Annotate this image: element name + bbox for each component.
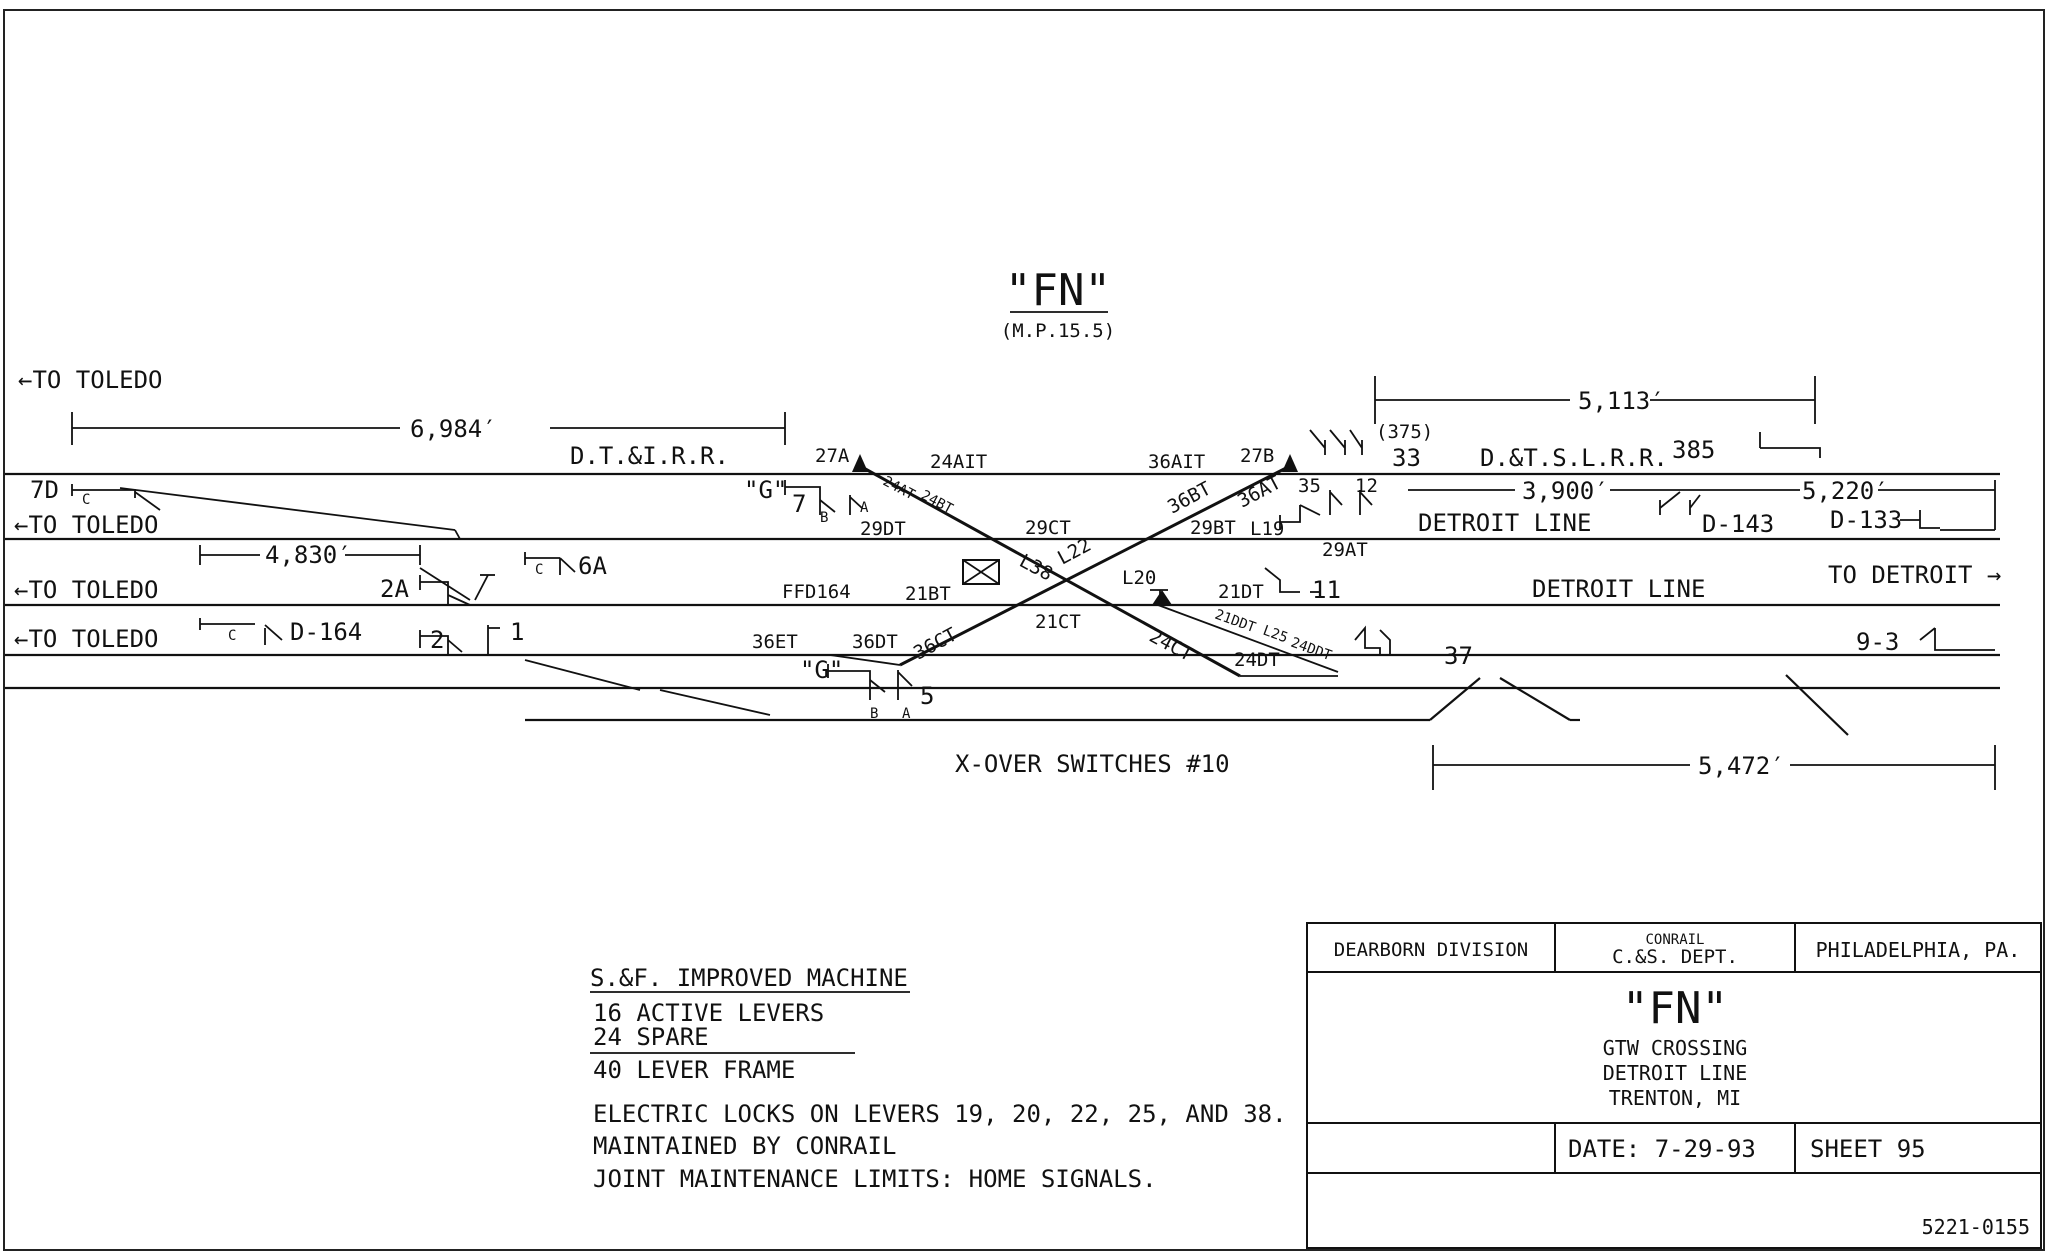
signal-labels: 7D 2A 2 1 6A D-164 "G" "G" 7 5 27A 27B 2… <box>30 421 1902 722</box>
lbl-27a: 27A <box>815 445 850 467</box>
lbl-7: 7 <box>792 490 806 518</box>
lbl-g2: "G" <box>800 656 843 684</box>
lbl-375: (375) <box>1376 421 1433 443</box>
tb-conrail: CONRAIL <box>1645 932 1704 948</box>
xover-switches-label: X-OVER SWITCHES #10 <box>955 750 1230 778</box>
tb-name: "FN" <box>1622 983 1728 1034</box>
lbl-24ct: 24CT <box>1146 625 1197 666</box>
lbl-24dt: 24DT <box>1234 649 1280 671</box>
note-machine: S.&F. IMPROVED MACHINE <box>590 964 908 992</box>
milepost-label: (M.P.15.5) <box>1001 320 1115 342</box>
lbl-l19: L19 <box>1250 518 1284 540</box>
to-detroit: TO DETROIT → <box>1828 561 2001 589</box>
note-active: 16 ACTIVE LEVERS <box>593 999 824 1027</box>
note-maintained: MAINTAINED BY CONRAIL <box>593 1132 896 1160</box>
lbl-c-6a: C <box>535 562 543 578</box>
lbl-21ddt: 21DDT <box>1213 607 1259 637</box>
tb-division: DEARBORN DIVISION <box>1334 939 1528 961</box>
lbl-29bt: 29BT <box>1190 517 1236 539</box>
lbl-11: 11 <box>1312 576 1341 604</box>
detroit-line-label-1: DETROIT LINE <box>1418 509 1591 537</box>
lbl-6a: 6A <box>578 552 607 580</box>
lbl-21ct: 21CT <box>1035 611 1081 633</box>
main-tracks <box>5 472 2000 736</box>
tb-line2: DETROIT LINE <box>1603 1061 1748 1085</box>
title-block: DEARBORN DIVISION CONRAIL C.&S. DEPT. PH… <box>1306 922 2042 1249</box>
dimension-lines <box>71 376 1996 790</box>
lbl-a-5: A <box>902 706 911 722</box>
lbl-35: 35 <box>1298 475 1321 497</box>
lbl-g1: "G" <box>744 476 787 504</box>
tb-date: DATE: 7-29-93 <box>1568 1135 1756 1163</box>
lbl-36ait: 36AIT <box>1148 451 1205 473</box>
lbl-24at: 24AT <box>880 473 918 503</box>
lbl-2a: 2A <box>380 575 409 603</box>
dtslrr-label: D.&T.S.L.R.R. <box>1480 444 1668 472</box>
lbl-36ct: 36CT <box>910 624 961 665</box>
lbl-21bt: 21BT <box>905 583 951 605</box>
lbl-27b: 27B <box>1240 445 1274 467</box>
tb-line3: TRENTON, MI <box>1609 1086 1741 1110</box>
note-spare: 24 SPARE <box>593 1023 709 1051</box>
lbl-c-7d: C <box>82 492 90 508</box>
note-frame: 40 LEVER FRAME <box>593 1056 795 1084</box>
tb-dept: C.&S. DEPT. <box>1612 946 1738 968</box>
lbl-36et: 36ET <box>752 631 798 653</box>
lbl-c-d164: C <box>228 628 236 644</box>
tb-line1: GTW CROSSING <box>1603 1036 1748 1060</box>
lbl-12: 12 <box>1355 475 1378 497</box>
to-toledo-track2: ←TO TOLEDO <box>14 576 159 604</box>
tb-sheet: SHEET 95 <box>1810 1135 1926 1163</box>
lbl-l25: L25 <box>1261 623 1290 647</box>
detroit-line-label-2: DETROIT LINE <box>1532 575 1705 603</box>
lbl-l20: L20 <box>1122 567 1156 589</box>
dtirr-label: D.T.&I.R.R. <box>570 442 729 470</box>
notes-block: S.&F. IMPROVED MACHINE 16 ACTIVE LEVERS … <box>590 964 1287 1193</box>
lbl-36dt: 36DT <box>852 631 898 653</box>
derail-box <box>962 559 1000 585</box>
lbl-ffd164: FFD164 <box>782 581 851 603</box>
lbl-7d: 7D <box>30 476 59 504</box>
note-joint: JOINT MAINTENANCE LIMITS: HOME SIGNALS. <box>593 1165 1157 1193</box>
lbl-37: 37 <box>1444 642 1473 670</box>
to-toledo-top: ←TO TOLEDO <box>18 366 163 394</box>
tb-city: PHILADELPHIA, PA. <box>1816 938 2021 962</box>
lbl-d143: D-143 <box>1702 510 1774 538</box>
to-toledo-track3: ←TO TOLEDO <box>14 625 159 653</box>
lbl-5: 5 <box>920 682 934 710</box>
lbl-21dt: 21DT <box>1218 581 1264 603</box>
lbl-24ait: 24AIT <box>930 451 987 473</box>
lbl-b-5: B <box>870 706 878 722</box>
dim-5472: 5,472′ <box>1698 752 1785 780</box>
lbl-d164: D-164 <box>290 618 362 646</box>
dim-5220: 5,220′ <box>1802 477 1889 505</box>
note-locks: ELECTRIC LOCKS ON LEVERS 19, 20, 22, 25,… <box>593 1100 1287 1128</box>
lbl-9-3: 9-3 <box>1856 628 1899 656</box>
dim-5113: 5,113′ <box>1578 387 1665 415</box>
signal-symbols <box>71 429 1995 700</box>
lbl-1: 1 <box>510 618 524 646</box>
lbl-36at: 36AT <box>1234 472 1285 513</box>
lbl-29dt: 29DT <box>860 518 906 540</box>
lbl-24bt: 24BT <box>918 487 956 517</box>
lbl-b-7: B <box>820 510 828 526</box>
lbl-24ddt: 24DDT <box>1289 635 1335 665</box>
lbl-d133: D-133 <box>1830 506 1902 534</box>
lbl-29ct: 29CT <box>1025 517 1071 539</box>
sheet-border <box>3 9 2045 1251</box>
lbl-a-7: A <box>860 500 869 516</box>
lbl-2: 2 <box>430 626 444 654</box>
station-title: "FN" <box>1005 265 1111 316</box>
lbl-385: 385 <box>1672 436 1715 464</box>
tb-drawing-no: 5221-0155 <box>1922 1215 2030 1239</box>
lbl-36bt: 36BT <box>1164 478 1215 519</box>
to-toledo-track1: ←TO TOLEDO <box>14 511 159 539</box>
lbl-29at: 29AT <box>1322 539 1368 561</box>
crossover-tracks <box>119 464 1339 716</box>
dim-6984: 6,984′ <box>410 415 497 443</box>
dim-3900: 3,900′ <box>1522 477 1609 505</box>
lbl-33: 33 <box>1392 444 1421 472</box>
dim-4830: 4,830′ <box>265 541 352 569</box>
